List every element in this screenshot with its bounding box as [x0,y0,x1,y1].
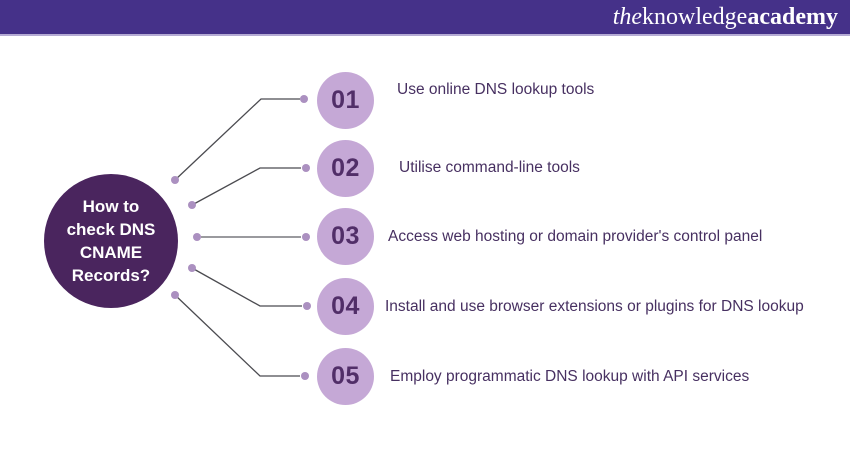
connector-dot [171,176,179,184]
step-number-01: 01 [331,86,360,114]
logo-word-academy: academy [747,4,838,30]
connector-dot [302,233,310,241]
connector-dot [301,372,309,380]
header-bar: theknowledgeacademy [0,0,850,36]
step-label-05: Employ programmatic DNS lookup with API … [390,368,750,385]
step-circle-02: 02 [317,140,374,197]
logo-word-the: the [612,4,643,30]
connector-dot [303,302,311,310]
step-number-02: 02 [331,154,360,182]
logo-word-knowledge: knowledge [642,4,748,30]
central-question-text: How to check DNS CNAME Records? [67,195,156,287]
central-question-circle: How to check DNS CNAME Records? [44,174,178,308]
central-question-line: CNAME [79,243,143,262]
connector-dot [171,291,179,299]
step-label-04: Install and use browser extensions or pl… [385,298,804,315]
step-number-03: 03 [331,222,360,250]
step-circle-05: 05 [317,348,374,405]
step-circle-03: 03 [317,208,374,265]
connector-line-5 [174,294,300,377]
step-label-03: Access web hosting or domain provider's … [388,228,763,245]
connector-line-4 [191,267,302,307]
connector-line-2 [191,167,301,206]
step-circle-04: 04 [317,278,374,335]
central-question-line: Records? [71,266,151,285]
connector-dot [188,264,196,272]
connector-dot [193,233,201,241]
connector-dot [188,201,196,209]
brand-logo: theknowledgeacademy [613,5,838,29]
central-question-line: How to [82,197,140,216]
connector-line-1 [174,98,300,181]
step-number-05: 05 [331,362,360,390]
connector-dot [302,164,310,172]
step-circle-01: 01 [317,72,374,129]
step-label-01: Use online DNS lookup tools [397,81,595,98]
central-question-line: check DNS [66,220,156,239]
connector-dot [300,95,308,103]
step-number-04: 04 [331,292,360,320]
step-label-02: Utilise command-line tools [399,159,580,176]
